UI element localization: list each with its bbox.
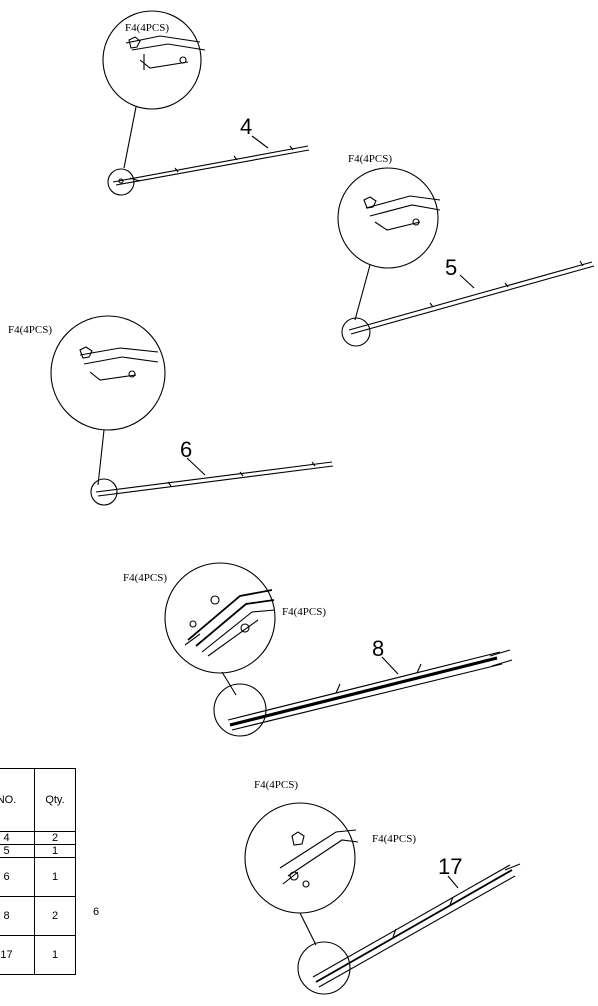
part-5-callout: F4(4PCS) <box>348 153 392 165</box>
part-5-detail <box>363 195 441 231</box>
part-4-detail-circle <box>102 10 202 110</box>
part-6-detail-circle <box>50 315 166 431</box>
table-row: 5 1 <box>0 844 76 858</box>
table-row: 6 1 <box>0 857 76 897</box>
part-8-detail <box>184 589 276 657</box>
part-6-rail <box>95 461 334 497</box>
part-5-end-circle <box>341 317 371 347</box>
row-no: 17 <box>0 935 35 975</box>
part-17-rail <box>312 863 521 988</box>
part-17-end-circle <box>297 941 351 995</box>
part-8-number: 8 <box>372 636 384 661</box>
part-5-detail-circle <box>337 167 439 269</box>
row-qty: 2 <box>34 896 76 936</box>
part-5-number: 5 <box>445 255 457 280</box>
part-8-assembly: 8 F4(4PCS) F4(4PCS) <box>123 562 513 737</box>
row-qty: 2 <box>34 831 76 845</box>
part-17-detail-circle <box>244 802 356 914</box>
row-no: 8 <box>0 896 35 936</box>
header-qty: Qty. <box>34 768 76 832</box>
part-6-detail <box>79 346 159 381</box>
part-6-callout: F4(4PCS) <box>8 324 52 336</box>
row-qty: 1 <box>34 844 76 858</box>
part-8-detail-circle <box>164 562 276 674</box>
part-17-assembly: 17 F4(4PCS) F4(4PCS) <box>244 779 521 995</box>
part-8-callout-right: F4(4PCS) <box>282 606 326 618</box>
part-4-callout: F4(4PCS) <box>125 22 169 34</box>
part-6-end-circle <box>90 478 118 506</box>
part-6-number: 6 <box>180 437 192 462</box>
step-number: 6 <box>93 906 100 918</box>
row-no: 4 <box>0 831 35 845</box>
row-no: 5 <box>0 844 35 858</box>
part-17-number: 17 <box>438 854 462 879</box>
part-17-callout-right: F4(4PCS) <box>372 833 416 845</box>
parts-table-header: NO. Qty. <box>0 768 76 832</box>
part-4-number: 4 <box>240 114 252 139</box>
part-4-detail <box>125 35 206 70</box>
table-row: 8 2 <box>0 896 76 936</box>
parts-table: NO. Qty. 4 2 5 1 6 1 8 2 17 1 <box>0 768 76 975</box>
part-4-assembly: 4 F4(4PCS) <box>102 10 310 196</box>
part-4-rail <box>112 145 310 186</box>
part-5-assembly: 5 F4(4PCS) <box>337 153 595 347</box>
row-no: 6 <box>0 857 35 897</box>
table-row: 17 1 <box>0 935 76 975</box>
part-8-rail <box>227 649 513 731</box>
part-17-detail <box>279 829 359 888</box>
part-17-callout-top: F4(4PCS) <box>254 779 298 791</box>
part-6-assembly: 6 F4(4PCS) <box>8 315 334 506</box>
header-no: NO. <box>0 768 35 832</box>
part-8-callout-left: F4(4PCS) <box>123 572 167 584</box>
row-qty: 1 <box>34 935 76 975</box>
part-5-rail <box>348 260 595 335</box>
row-qty: 1 <box>34 857 76 897</box>
table-row: 4 2 <box>0 831 76 845</box>
